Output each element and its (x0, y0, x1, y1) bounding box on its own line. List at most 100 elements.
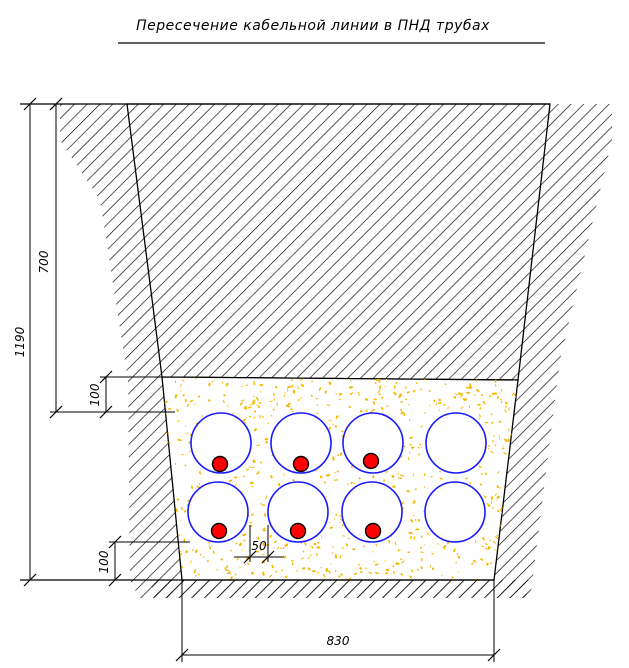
sand-grain (248, 415, 252, 418)
sand-grain (301, 383, 304, 388)
sand-grain (300, 378, 304, 381)
sand-grain (508, 406, 510, 412)
sand-grain (480, 558, 484, 561)
sand-grain (328, 570, 331, 574)
sand-grain (364, 398, 369, 401)
sand-grain (469, 481, 472, 485)
drawing-title: Пересечение кабельной линии в ПНД трубах (136, 18, 490, 34)
sand-grain (332, 456, 335, 461)
sand-grain (257, 471, 260, 475)
sand-grain (345, 543, 348, 547)
sand-grain (238, 543, 242, 547)
sand-grain (290, 408, 293, 411)
sand-grain (184, 425, 187, 427)
sand-grain (249, 521, 253, 524)
sand-grain (405, 398, 407, 401)
sand-grain (489, 546, 492, 548)
sand-grain (287, 387, 289, 392)
sand-grain (384, 385, 386, 388)
sand-grain (263, 504, 265, 507)
sand-grain (179, 553, 183, 556)
sand-grain (241, 549, 244, 551)
sand-grain (423, 544, 425, 546)
sand-grain (360, 571, 363, 573)
sand-grain (181, 379, 185, 382)
sand-grain (438, 470, 443, 473)
sand-grain (270, 475, 273, 479)
sand-grain (465, 386, 468, 389)
sand-grain (476, 388, 480, 393)
dimension-sand-bottom: 100 (97, 535, 190, 587)
sand-grain (482, 400, 486, 405)
sand-grain (439, 477, 443, 480)
sand-grain (228, 479, 233, 483)
sand-grain (372, 475, 375, 479)
sand-grain (338, 393, 343, 396)
pnd-conduit (187, 481, 249, 543)
sand-grain (511, 394, 514, 396)
sand-grain (256, 444, 261, 447)
sand-grain (429, 564, 431, 568)
sand-grain (468, 405, 470, 409)
sand-grain (505, 404, 507, 409)
sand-grain (224, 566, 228, 569)
sand-grain (507, 438, 510, 442)
sand-grain (273, 540, 277, 543)
sand-grain (197, 395, 200, 398)
sand-grain (496, 534, 498, 537)
sand-grain (339, 554, 342, 559)
sand-grain (423, 473, 426, 477)
sand-grain (292, 410, 294, 413)
sand-grain (196, 486, 201, 488)
sand-grain (411, 520, 414, 523)
sand-grain (324, 390, 327, 394)
sand-grain (460, 393, 464, 396)
sand-grain (338, 575, 341, 578)
sand-grain (377, 389, 381, 394)
sand-grain (164, 400, 168, 404)
sand-grain (234, 483, 237, 487)
sand-grain (311, 546, 314, 549)
sand-grain (315, 397, 319, 400)
sand-grain (454, 393, 459, 396)
sand-grain (359, 567, 362, 570)
sand-grain (409, 575, 412, 579)
sand-grain (421, 557, 423, 562)
sand-grain (337, 454, 339, 457)
sand-grain (487, 445, 490, 447)
sand-grain (407, 457, 410, 461)
sand-grain (179, 390, 181, 393)
sand-grain (397, 473, 399, 475)
sand-grain (457, 571, 459, 573)
sand-grain (177, 420, 180, 422)
dimension-label-top-depth: 700 (37, 250, 51, 273)
dimension-total-depth: 1190 (13, 97, 37, 587)
sand-grain (490, 500, 492, 505)
sand-grain (180, 383, 182, 388)
sand-grain (257, 406, 261, 409)
sand-grain (284, 555, 287, 559)
sand-grain (216, 568, 219, 571)
sand-grain (316, 546, 321, 549)
sand-grain (413, 389, 416, 393)
sand-grain (251, 571, 254, 575)
sand-grain (497, 396, 499, 400)
sand-grain (431, 552, 434, 555)
sand-grain (420, 546, 422, 550)
sand-grain (210, 544, 213, 547)
sand-grain (484, 421, 489, 424)
sand-grain (396, 562, 400, 565)
sand-grain (453, 396, 457, 399)
sand-grain (181, 565, 184, 568)
sand-grain (464, 477, 469, 480)
sand-grain (441, 574, 443, 577)
sand-grain (191, 549, 195, 551)
sand-grain (189, 450, 191, 453)
sand-grain (256, 404, 260, 407)
sand-grain (247, 406, 252, 409)
sand-grain (257, 402, 262, 404)
sand-grain (501, 447, 505, 449)
sand-grain (493, 392, 498, 395)
sand-grain (194, 549, 198, 553)
pnd-conduit (190, 412, 252, 474)
